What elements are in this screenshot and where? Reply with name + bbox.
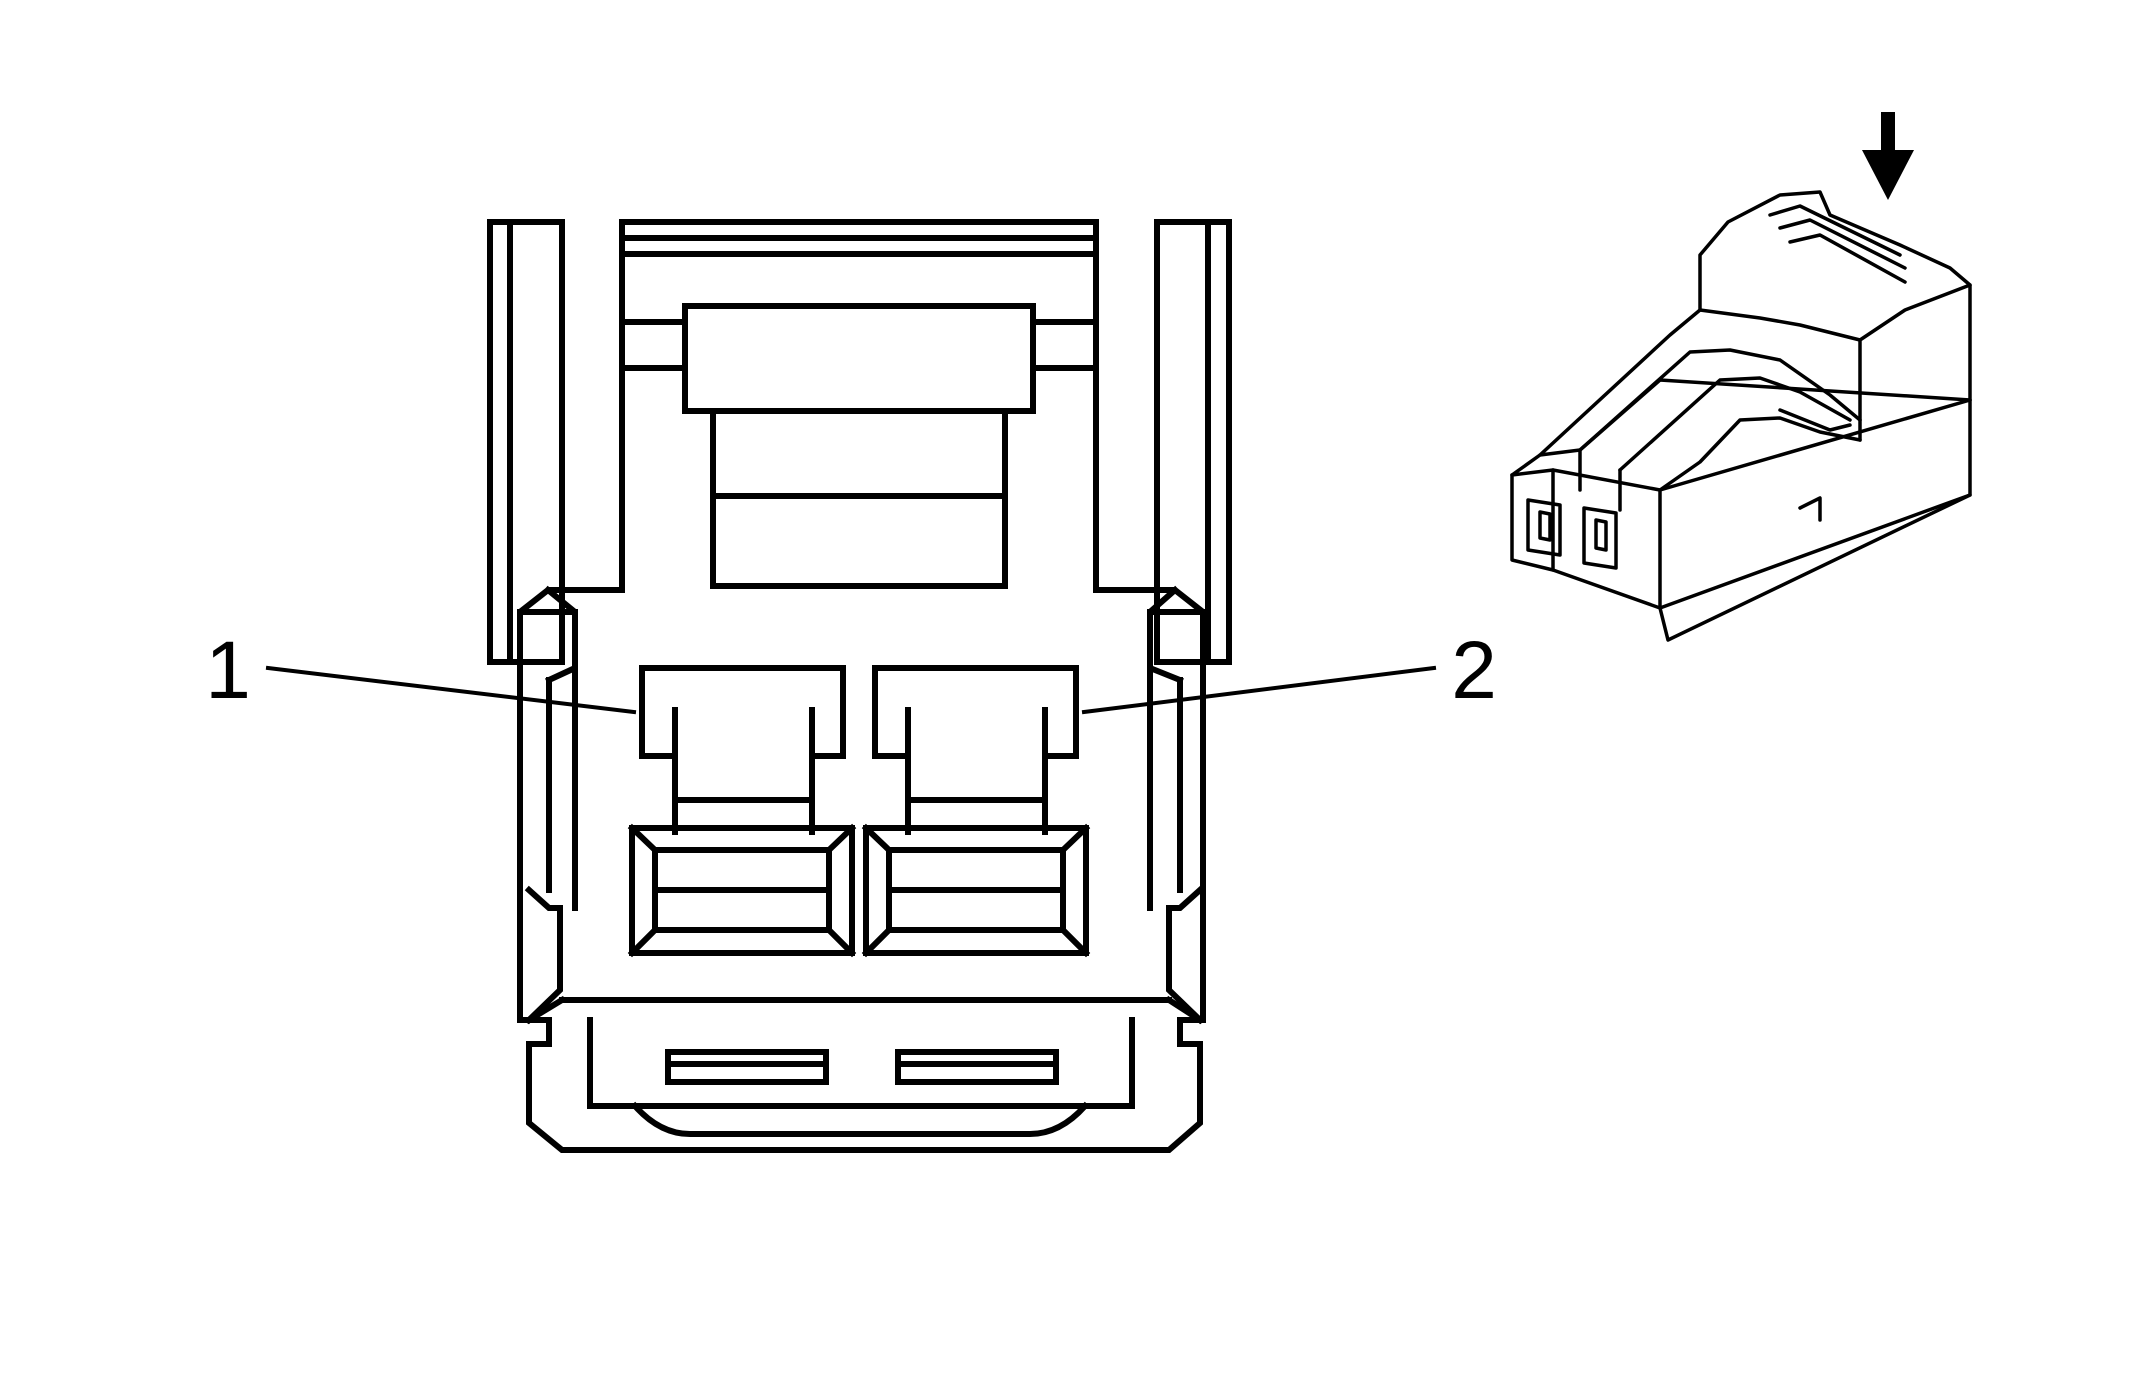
connector-body — [517, 585, 1206, 1153]
connector-face-view: 1 2 — [205, 219, 1497, 1153]
cavity-2 — [861, 665, 1091, 958]
pin-label-2: 2 — [1451, 625, 1497, 716]
cavity-1 — [627, 665, 857, 958]
top-latch — [619, 219, 1099, 593]
right-lock-rail — [1154, 219, 1232, 665]
bottom-tab — [587, 1017, 1135, 1137]
down-arrow-icon — [1862, 112, 1914, 200]
leader-line-2 — [1081, 665, 1437, 715]
left-lock-rail — [487, 219, 565, 665]
leader-line-1 — [265, 665, 637, 715]
pin-label-1: 1 — [205, 625, 251, 716]
connector-iso-view — [1510, 190, 1972, 642]
